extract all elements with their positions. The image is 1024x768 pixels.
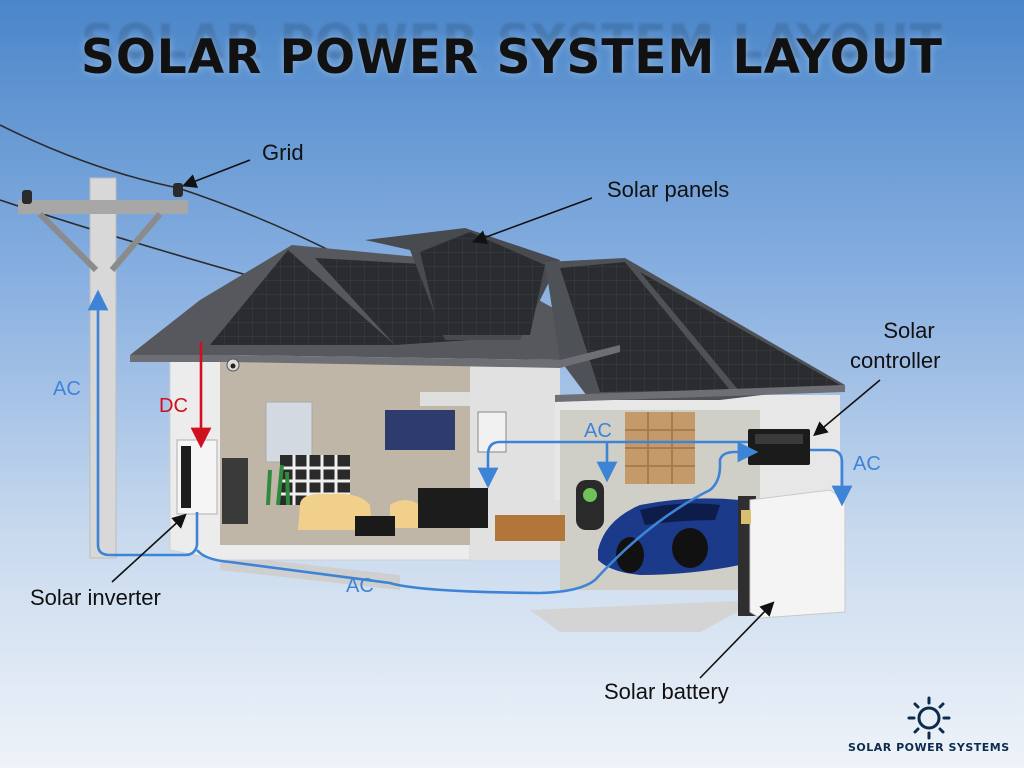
roof — [130, 228, 845, 402]
dc-flow-label-roof: DC — [159, 395, 188, 417]
solar-controller-label-line1: Solar — [883, 318, 935, 343]
ac-flow-label-interior: AC — [584, 420, 612, 442]
security-camera — [226, 358, 240, 372]
callout-pointers — [111, 159, 881, 679]
ac-flow-label-bottom: AC — [346, 575, 374, 597]
page-title-shadow: SOLAR POWER SYSTEM LAYOUT — [81, 15, 943, 70]
inverter-unit — [176, 439, 218, 515]
solar-battery-device — [738, 489, 846, 619]
solar-controller-label-line2: controller — [850, 348, 941, 373]
ac-flow-label-pole: AC — [53, 378, 81, 400]
ac-wiring — [87, 289, 853, 595]
solar-battery-label: Solar battery — [604, 679, 729, 704]
brand-name: SOLAR POWER SYSTEMS — [848, 741, 1010, 754]
grid-label: Grid — [262, 140, 304, 165]
solar-controller-device — [748, 429, 810, 465]
interior-furniture — [266, 392, 565, 541]
ac-flow-label-controller: AC — [853, 453, 881, 475]
page-title: SOLAR POWER SYSTEM LAYOUT — [81, 30, 943, 85]
ev-charger — [576, 480, 604, 530]
utility-pole — [18, 177, 188, 559]
solar-inverter-label: Solar inverter — [30, 585, 161, 610]
solar-panels-label: Solar panels — [607, 177, 730, 202]
sun-icon — [907, 696, 951, 740]
